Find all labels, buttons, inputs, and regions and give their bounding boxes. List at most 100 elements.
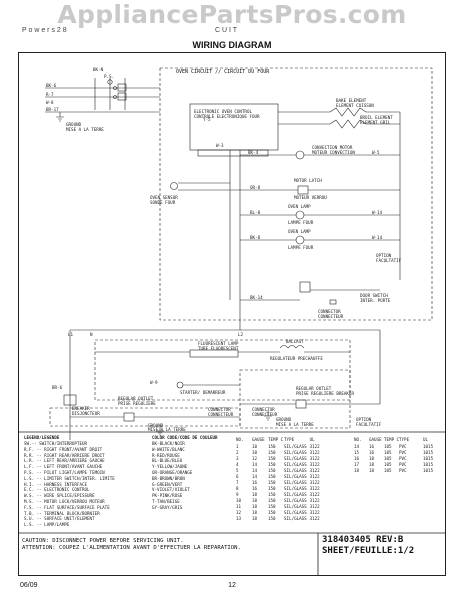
wire-table-cell: 150 xyxy=(268,474,276,479)
label-regular-outlet-fr: PRISE REGULIERE xyxy=(118,401,156,406)
label-regular-outlet-breaker: REGULAR OUTLET xyxy=(296,386,332,391)
wire-table-cell: 150 xyxy=(268,444,276,449)
legend-item: F.S. -- FLAT SURFACE/SURFACE PLATE xyxy=(24,504,110,510)
color-code-item: PK-PINK/ROSE xyxy=(152,493,183,499)
wire-table-cell: SIL/GLASS xyxy=(284,510,307,515)
wire-table-cell: 9 xyxy=(236,492,239,497)
wire-table-cell: 150 xyxy=(268,468,276,473)
outlet-frame xyxy=(49,407,241,427)
legend-item: L.R. -- LEFT REAR/ARRIERE GAUCHE xyxy=(24,458,105,464)
wire-table-cell: 150 xyxy=(268,450,276,455)
ballast-icon xyxy=(279,345,305,349)
oven-lamp-2-icon xyxy=(295,235,305,245)
wire-table-cell: 1015 xyxy=(423,444,434,449)
wire-table-header: TYPE xyxy=(399,437,410,442)
header-right-text: C U I T xyxy=(215,27,238,34)
wire-table-cell: 1015 xyxy=(423,450,434,455)
wire-table-cell: 7 xyxy=(236,480,239,485)
label-oven-lamp-2: OVEN LAMP xyxy=(288,229,311,234)
wire-br6: BR-6 xyxy=(52,385,63,390)
caution-text: CAUTION: DISCONNECT POWER BEFORE SERVICI… xyxy=(22,538,241,552)
label-oven-lamp: OVEN LAMP xyxy=(288,204,311,209)
wire-table-cell: 150 xyxy=(268,456,276,461)
wire-table-cell: 14 xyxy=(252,468,258,473)
wire-table-cell: 150 xyxy=(268,504,276,509)
legend-item: L.S. -- LIMITER SWITCH/INTER. LIMITE xyxy=(24,475,115,481)
sheet-number: SHEET/FEUILLE:1/2 xyxy=(322,546,415,557)
legend-item: T.B. -- TERMINAL BLOCK/BORNIER xyxy=(24,510,100,516)
wire-table-cell: 18 xyxy=(369,462,375,467)
label-ground-top-fr: MISE A LA TERRE xyxy=(66,127,104,132)
wire-table-cell: 3122 xyxy=(309,450,320,455)
wire-table-cell: 3122 xyxy=(309,444,320,449)
wire-table-cell: 105 xyxy=(384,450,392,455)
wire-or8: OR-8 xyxy=(250,185,261,190)
wire-w14b: W-14 xyxy=(372,235,383,240)
label-connector-1-fr: CONNECTEUR xyxy=(318,314,344,319)
wire-bk6: BK-6 xyxy=(46,83,57,88)
label-motor-latch: MOTOR LATCH xyxy=(294,178,322,183)
label-connector-3-fr: CONNECTEUR xyxy=(252,412,278,417)
label-ground-bottom-fr: MISE A LA TERRE xyxy=(148,427,186,432)
wire-table-cell: 150 xyxy=(268,486,276,491)
watermark: AppliancePartsPros.com xyxy=(57,0,407,29)
diagram-frame xyxy=(18,52,446,576)
label-ballast-fr: REGULATEUR PRECHAUFFE xyxy=(270,356,323,361)
wire-table-cell: 14 xyxy=(252,474,258,479)
wire-table-cell: 15 xyxy=(354,450,360,455)
wire-table-cell: 11 xyxy=(236,504,242,509)
oven-circuit-label: OVEN CIRCUIT // CIRCUIT DU FOUR xyxy=(176,69,270,75)
wire-table-cell: 12 xyxy=(252,456,258,461)
label-oven-sensor: OVEN SENSOR xyxy=(150,195,178,200)
part-number: 318403405 REV:B xyxy=(322,535,404,545)
label-ballast: BALLAST xyxy=(286,339,304,344)
wire-table-cell: 1015 xyxy=(423,468,434,473)
legend-title: LEGEND/LEGENDE xyxy=(24,435,60,440)
ground-bottom-icon xyxy=(156,425,164,436)
wire-w9: W-9 xyxy=(150,380,158,385)
wire-table-cell: 10 xyxy=(236,498,242,503)
wire-bk14: BK-14 xyxy=(250,295,263,300)
wire-table-cell: SIL/GLASS xyxy=(284,456,307,461)
label-ps: P.S. xyxy=(104,74,115,79)
color-code-title: COLOR CODE/CODE DE COULEUR xyxy=(152,435,218,440)
legend-item: M.S. -- MOTOR LOCK/VERROU MOTEUR xyxy=(24,499,105,504)
color-code-item: BK-BLACK/NOIR xyxy=(152,441,185,446)
wire-table-cell: 16 xyxy=(369,450,375,455)
label-breaker: BREAKER xyxy=(72,406,90,411)
label-ground-bottom: GROUND xyxy=(148,423,164,428)
wire-table-cell: SIL/GLASS xyxy=(284,474,307,479)
wire-r7: R-7 xyxy=(46,92,54,97)
label-ground-bottom-2: GROUND xyxy=(276,417,292,422)
wire-br17: BR-17 xyxy=(46,107,59,112)
wire-table-cell: PVC xyxy=(399,456,407,461)
color-code-item: R-RED/ROUGE xyxy=(152,452,180,458)
starter-icon xyxy=(176,381,184,389)
label-oven-sensor-fr: SONDE FOUR xyxy=(150,200,176,205)
wire-table-cell: 150 xyxy=(268,492,276,497)
color-code-item: GY-GRAY/GRIS xyxy=(152,504,183,510)
label-oven-lamp-fr: LAMPE FOUR xyxy=(288,220,314,225)
label-connector-1: CONNECTOR xyxy=(318,309,341,314)
wire-bk4: BK-4 xyxy=(248,150,259,155)
label-connector-2: CONNECTOR xyxy=(208,407,231,412)
wire-table-cell: 14 xyxy=(252,462,258,467)
color-code-item: BR-BROWN/BRUN xyxy=(152,475,185,481)
wire-table-cell: 105 xyxy=(384,444,392,449)
label-option: OPTION xyxy=(376,253,392,258)
caution-line-1: CAUTION: DISCONNECT POWER BEFORE SERVICI… xyxy=(22,538,184,544)
label-l2: L2 xyxy=(238,332,244,337)
legend-item: E.C. -- ELECTRONIC CONTROL xyxy=(24,487,90,493)
label-bake-element: BAKE ELEMENT xyxy=(336,98,367,103)
wire-table-cell: 18 xyxy=(354,468,360,473)
wire-table-cell: 3 xyxy=(236,456,239,461)
wire-table-cell: 4 xyxy=(236,462,239,467)
caution-line-2: ATTENTION: COUPEZ L'ALIMENTATION AVANT D… xyxy=(22,544,241,551)
wire-table-cell: PVC xyxy=(399,444,407,449)
label-eoc: ELECTRONIC OVEN CONTROL xyxy=(194,109,252,114)
wire-table-cell: 3122 xyxy=(309,486,320,491)
wire-w8: W-8 xyxy=(46,100,54,105)
part-number-block: 318403405 REV:B SHEET/FEUILLE:1/2 xyxy=(322,535,414,558)
wire-table-cell: SIL/GLASS xyxy=(284,486,307,491)
